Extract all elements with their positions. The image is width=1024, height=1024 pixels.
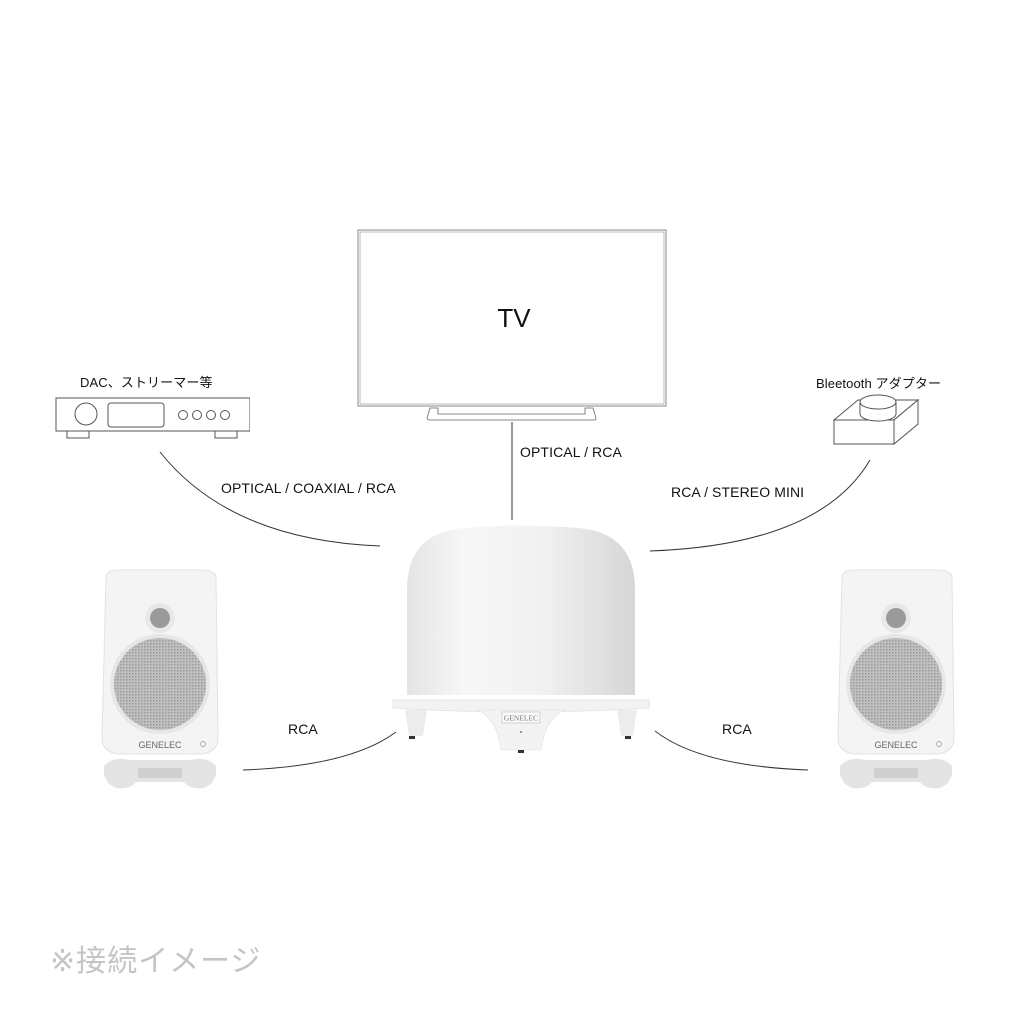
- dac-streamer-icon: [55, 397, 250, 439]
- tv-icon: [357, 229, 667, 421]
- subwoofer-icon: GENELEC: [392, 525, 650, 753]
- dac-label: DAC、ストリーマー等: [80, 375, 213, 390]
- wire-subwoofer-to-left-speaker: [242, 731, 397, 771]
- connection-label-tv: OPTICAL / RCA: [520, 444, 622, 460]
- tv-label: TV: [497, 302, 531, 333]
- bluetooth-adapter-label: Bleetooth アダプター: [816, 376, 942, 391]
- subwoofer-brand: GENELEC: [504, 714, 538, 723]
- svg-text:GENELEC: GENELEC: [138, 740, 182, 750]
- connection-label-right-speaker: RCA: [722, 721, 752, 737]
- bluetooth-adapter-icon: [832, 394, 920, 446]
- connection-label-left-speaker: RCA: [288, 721, 318, 737]
- speaker-left-icon: GENELEC: [101, 569, 219, 789]
- speaker-right-icon: GENELEC: [837, 569, 955, 789]
- wire-bluetooth-to-subwoofer: [649, 459, 871, 552]
- wire-dac-to-subwoofer: [159, 451, 381, 547]
- caption-connection-image: ※接続イメージ: [50, 945, 262, 978]
- svg-text:GENELEC: GENELEC: [874, 740, 918, 750]
- connection-label-dac: OPTICAL / COAXIAL / RCA: [221, 480, 396, 496]
- connection-label-bluetooth: RCA / STEREO MINI: [671, 484, 805, 500]
